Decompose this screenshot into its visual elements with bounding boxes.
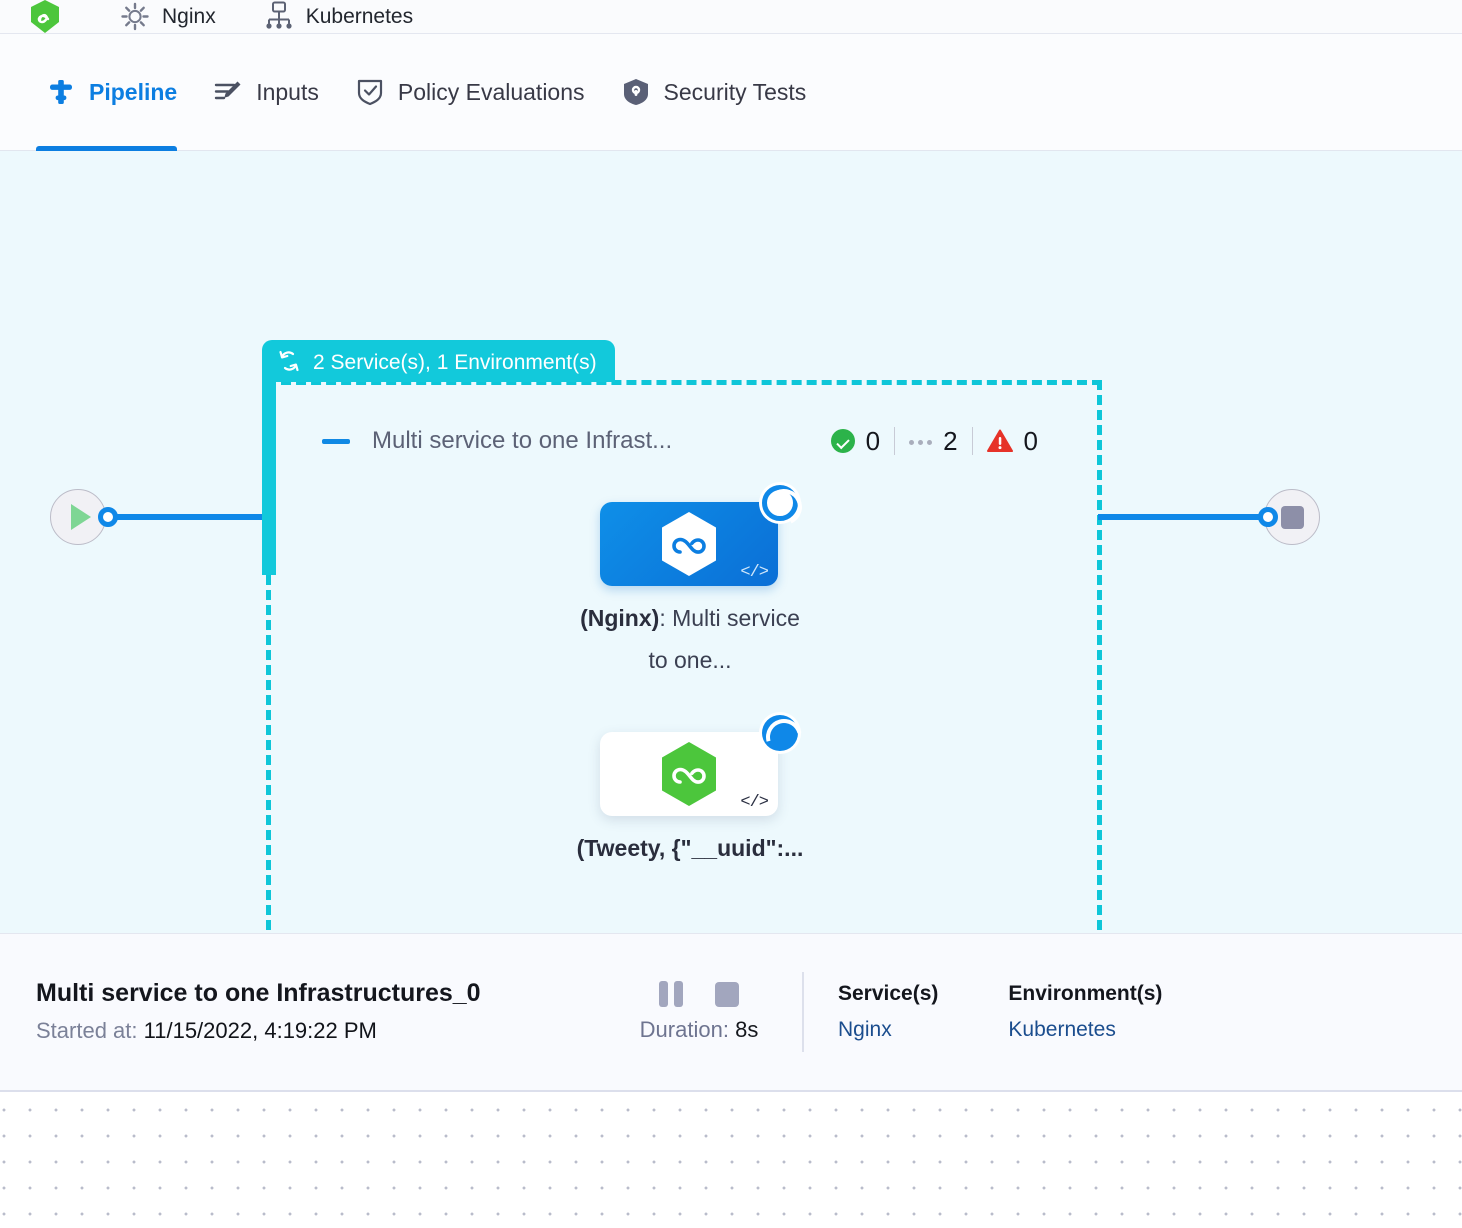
stage-group-badge-label: 2 Service(s), 1 Environment(s) bbox=[313, 350, 597, 374]
started-at-label: Started at: bbox=[36, 1018, 138, 1043]
pipeline-node-nginx-label: (Nginx): Multi service to one... bbox=[570, 597, 810, 681]
tab-policy-evaluations-label: Policy Evaluations bbox=[397, 78, 585, 105]
breadcrumb-label-2: Kubernetes bbox=[305, 4, 414, 28]
warning-triangle-icon bbox=[986, 429, 1013, 452]
stat-warning: 0 bbox=[973, 426, 1052, 457]
code-brackets-icon: </> bbox=[740, 563, 769, 582]
stat-warning-value: 0 bbox=[1023, 425, 1038, 456]
inputs-icon bbox=[215, 81, 241, 100]
pipeline-start-node[interactable] bbox=[50, 489, 106, 545]
loop-repeat-icon bbox=[279, 350, 299, 372]
stage-group-badge[interactable]: 2 Service(s), 1 Environment(s) bbox=[262, 340, 615, 382]
harness-hexagon-green-icon bbox=[662, 742, 716, 806]
environments-value-link[interactable]: Kubernetes bbox=[1008, 1018, 1116, 1041]
execution-title: Multi service to one Infrastructures_0 bbox=[36, 979, 481, 1007]
tab-inputs-label: Inputs bbox=[256, 78, 319, 105]
stage-group-box[interactable] bbox=[266, 380, 1102, 933]
tab-pipeline[interactable]: Pipeline bbox=[36, 34, 203, 151]
collapse-dash-icon[interactable] bbox=[322, 438, 350, 444]
tab-policy-evaluations[interactable]: Policy Evaluations bbox=[345, 34, 611, 151]
play-icon bbox=[70, 504, 91, 530]
pause-icon[interactable] bbox=[659, 981, 683, 1007]
duration-text: Duration: 8s bbox=[596, 1017, 802, 1043]
execution-info-panel: Multi service to one Infrastructures_0 S… bbox=[0, 933, 1462, 1092]
panel-divider bbox=[802, 972, 804, 1052]
stat-pending-value: 2 bbox=[943, 425, 958, 456]
stage-group-header: Multi service to one Infrast... 0 2 0 bbox=[322, 419, 1052, 463]
connector-wire-left bbox=[112, 514, 264, 520]
breadcrumb-item-nginx[interactable]: Nginx bbox=[120, 0, 216, 33]
node-label-rest: : Multi service to one... bbox=[648, 605, 800, 673]
breadcrumb-strip: Nginx Kubernetes bbox=[0, 0, 1462, 34]
pipeline-canvas[interactable]: 2 Service(s), 1 Environment(s) Multi ser… bbox=[0, 151, 1462, 933]
gear-icon bbox=[121, 2, 149, 31]
tab-pipeline-label: Pipeline bbox=[89, 78, 178, 105]
stage-group-stats: 0 2 0 bbox=[817, 426, 1052, 457]
kubernetes-node-icon bbox=[266, 1, 292, 29]
stage-group-title: Multi service to one Infrast... bbox=[372, 427, 673, 454]
pipeline-node-tweety[interactable]: </> bbox=[600, 732, 778, 816]
code-brackets-icon: </> bbox=[740, 793, 769, 812]
harness-hexagon-icon bbox=[662, 512, 716, 576]
security-shield-icon bbox=[623, 79, 648, 105]
tab-security-tests[interactable]: Security Tests bbox=[611, 34, 833, 151]
running-spinner-solid-icon bbox=[762, 715, 798, 751]
pipeline-node-tweety-label: (Tweety, {"__uuid":... bbox=[570, 827, 810, 869]
node-label-bold: (Nginx) bbox=[580, 605, 660, 631]
pipeline-icon bbox=[50, 80, 72, 104]
group-connector-stub bbox=[262, 379, 276, 575]
end-connector-dot[interactable] bbox=[1258, 507, 1278, 527]
stop-icon[interactable] bbox=[715, 981, 739, 1007]
execution-started: Started at: 11/15/2022, 4:19:22 PM bbox=[36, 1012, 596, 1050]
tab-inputs[interactable]: Inputs bbox=[203, 34, 345, 151]
node-label-bold: (Tweety, {"__uuid":... bbox=[576, 835, 804, 861]
stat-success-value: 0 bbox=[865, 425, 881, 456]
start-connector-dot[interactable] bbox=[98, 507, 118, 527]
breadcrumb-label-1: Nginx bbox=[162, 4, 216, 28]
services-header: Service(s) bbox=[838, 982, 939, 1005]
execution-controls: Duration: 8s bbox=[596, 981, 802, 1043]
execution-summary: Multi service to one Infrastructures_0 S… bbox=[36, 974, 596, 1050]
breadcrumb-item-kubernetes[interactable]: Kubernetes bbox=[264, 0, 413, 33]
environments-header: Environment(s) bbox=[1008, 982, 1163, 1005]
dot-grid-canvas[interactable] bbox=[0, 1092, 1462, 1228]
hexagon-shield-green-icon bbox=[31, 0, 59, 33]
tab-bar: Pipeline Inputs Policy Evaluations Secur… bbox=[0, 34, 1462, 151]
stat-pending: 2 bbox=[895, 426, 971, 457]
stat-divider bbox=[971, 427, 973, 455]
stop-icon bbox=[1280, 505, 1304, 529]
environments-column: Environment(s) Kubernetes bbox=[1008, 976, 1162, 1048]
pipeline-node-nginx[interactable]: </> bbox=[600, 502, 778, 586]
services-column: Service(s) Nginx bbox=[838, 976, 938, 1048]
breadcrumb-item-service-logo[interactable] bbox=[30, 0, 72, 33]
stat-success: 0 bbox=[817, 426, 894, 457]
duration-label: Duration: bbox=[639, 1017, 729, 1042]
stat-divider bbox=[894, 427, 896, 455]
services-value-link[interactable]: Nginx bbox=[838, 1018, 892, 1041]
policy-shield-check-icon bbox=[357, 79, 382, 106]
running-spinner-ring-icon bbox=[762, 485, 798, 521]
pending-dots-icon bbox=[909, 429, 933, 453]
tab-security-tests-label: Security Tests bbox=[663, 78, 807, 105]
duration-value: 8s bbox=[735, 1017, 759, 1042]
started-at-value: 11/15/2022, 4:19:22 PM bbox=[143, 1018, 377, 1043]
connector-wire-right bbox=[1098, 514, 1262, 520]
success-check-icon bbox=[830, 429, 855, 453]
